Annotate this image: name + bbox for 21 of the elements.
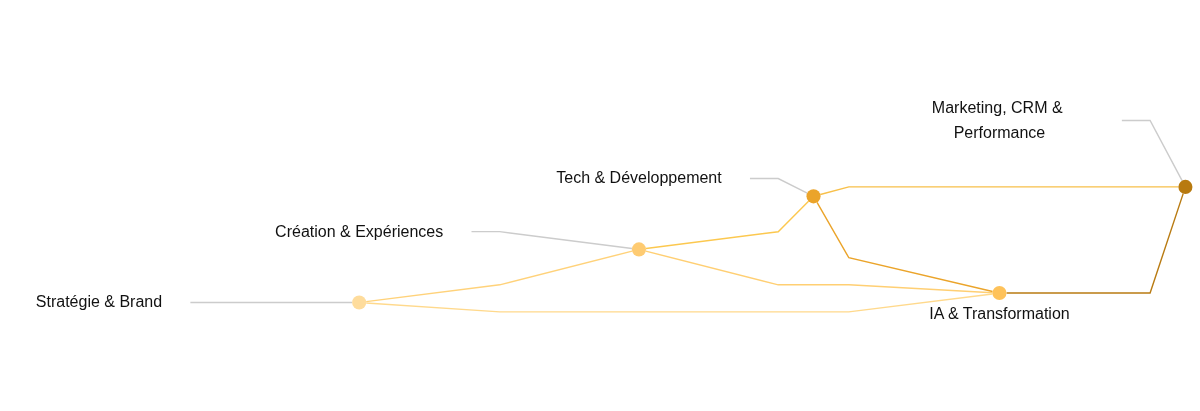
connector — [749, 177, 808, 194]
node-text: Marketing, CRM & Performance — [931, 99, 1063, 142]
connector — [470, 230, 633, 250]
connector — [819, 186, 1180, 196]
node-circle — [631, 242, 647, 257]
connector — [645, 250, 994, 294]
connector — [1121, 119, 1183, 182]
node-text: Création & Expériences — [275, 222, 444, 241]
connector — [645, 200, 810, 250]
node-circle — [992, 286, 1007, 301]
node-circle — [1178, 179, 1193, 194]
node-circle — [806, 189, 821, 204]
connector — [365, 250, 633, 303]
node-text: Tech & Développement — [556, 169, 722, 188]
connector — [189, 301, 353, 304]
node-circle — [352, 295, 367, 310]
node-text: Stratégie & Brand — [35, 293, 163, 312]
connector — [816, 201, 994, 293]
node-caption: IA & Transformation — [929, 304, 1070, 322]
connector — [1005, 192, 1184, 294]
connector — [365, 293, 994, 313]
